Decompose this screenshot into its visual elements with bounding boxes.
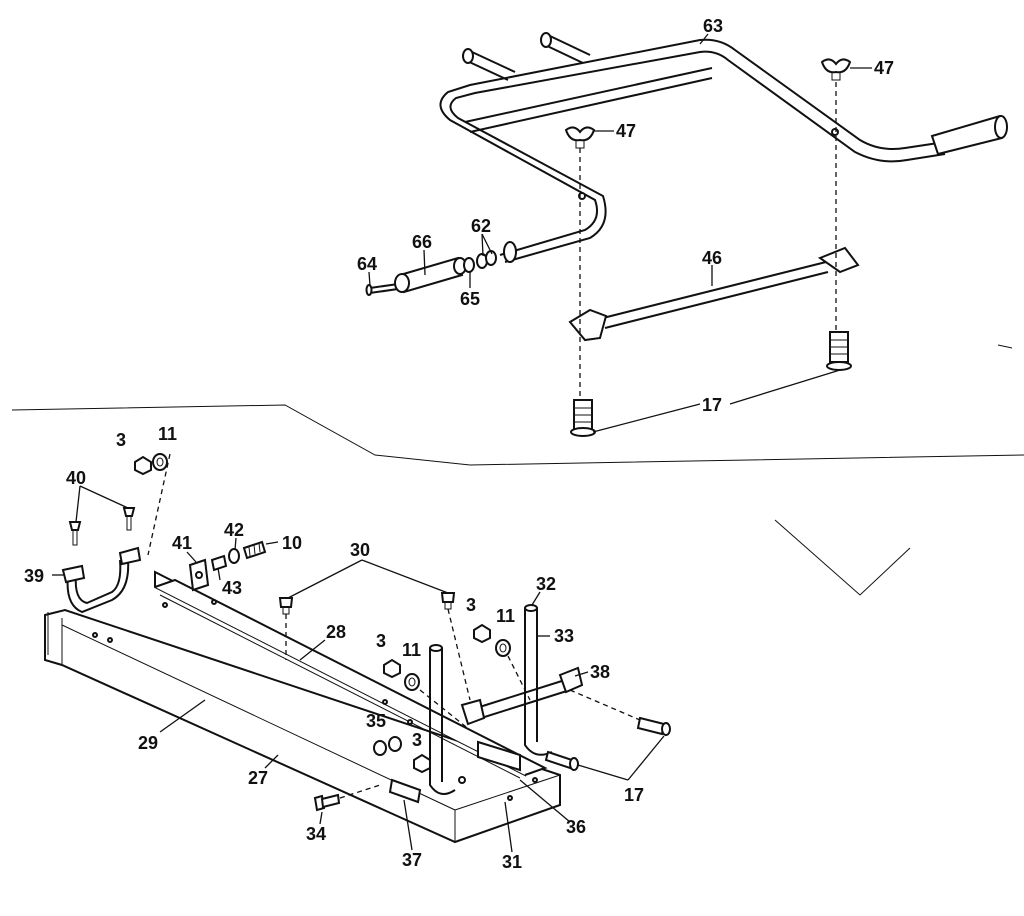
label-32: 32	[536, 574, 556, 594]
brace-46	[568, 246, 860, 342]
label-63: 63	[703, 16, 723, 36]
label-11-top-left: 11	[158, 424, 177, 444]
leader-lines	[52, 33, 872, 853]
screw-40-left	[68, 521, 82, 546]
washer-35	[373, 736, 402, 756]
label-41: 41	[172, 533, 192, 553]
label-31: 31	[502, 852, 522, 872]
label-11-right: 11	[496, 606, 515, 626]
nut-3-top-left	[134, 455, 152, 476]
washer-11-top-left	[152, 453, 168, 471]
label-11-middle: 11	[402, 640, 421, 660]
nut-3-middle	[383, 658, 401, 679]
stop-36	[477, 740, 521, 772]
bolt-64	[365, 282, 399, 296]
bolt-17-lower-1	[544, 750, 579, 771]
label-28: 28	[326, 622, 346, 642]
label-66: 66	[412, 232, 432, 252]
frame-holes	[92, 599, 538, 801]
bracket-37	[388, 778, 422, 804]
bolt-10	[242, 540, 267, 560]
label-37: 37	[402, 850, 422, 870]
bolt-34	[313, 793, 341, 812]
washer-11-middle	[404, 673, 420, 691]
label-17-lower: 17	[624, 785, 644, 805]
bolt-17-lower-2	[636, 716, 671, 736]
label-46: 46	[702, 248, 722, 268]
label-43: 43	[222, 578, 242, 598]
label-62: 62	[471, 216, 491, 236]
cross-tube-38	[460, 666, 584, 726]
label-34: 34	[306, 824, 326, 844]
handle-63	[439, 32, 1008, 263]
label-10: 10	[282, 533, 302, 553]
washer-11-right	[495, 639, 511, 657]
label-3-lower: 3	[412, 730, 422, 750]
label-29: 29	[138, 733, 158, 753]
label-33: 33	[554, 626, 574, 646]
wing-nut-47-left	[564, 126, 596, 149]
label-3-middle: 3	[376, 631, 386, 651]
part-labels: 63 47 47 62 66 64 65 46 17 3 11 40 39 41…	[24, 16, 894, 872]
label-30: 30	[350, 540, 370, 560]
bolt-17-upper-left	[570, 399, 596, 437]
bolt-17-upper-right	[826, 331, 852, 371]
washer-65	[463, 257, 475, 273]
tube-66	[394, 256, 467, 294]
label-47-right: 47	[874, 58, 894, 78]
label-17-upper: 17	[702, 395, 722, 415]
label-3-top-left: 3	[116, 430, 126, 450]
label-3-right: 3	[466, 595, 476, 615]
spacer-43	[210, 554, 228, 572]
nut-3-right	[473, 623, 491, 644]
bolt-30-right	[440, 592, 456, 610]
nut-3-lower	[413, 753, 431, 774]
bracket-41	[188, 558, 210, 592]
bolt-30-left	[278, 597, 294, 615]
washer-42	[228, 548, 240, 564]
wing-nut-47-right	[820, 58, 852, 81]
bracket-39	[61, 546, 142, 614]
spacer-62	[476, 250, 497, 269]
label-40: 40	[66, 468, 86, 488]
label-36: 36	[566, 817, 586, 837]
screw-40-right	[122, 507, 136, 531]
label-42: 42	[224, 520, 244, 540]
label-64: 64	[357, 254, 377, 274]
label-35: 35	[366, 711, 386, 731]
section-divider	[11, 344, 1024, 596]
label-39: 39	[24, 566, 44, 586]
label-47-left: 47	[616, 121, 636, 141]
label-27: 27	[248, 768, 268, 788]
rail-28	[154, 570, 548, 779]
label-65: 65	[460, 289, 480, 309]
label-38: 38	[590, 662, 610, 682]
